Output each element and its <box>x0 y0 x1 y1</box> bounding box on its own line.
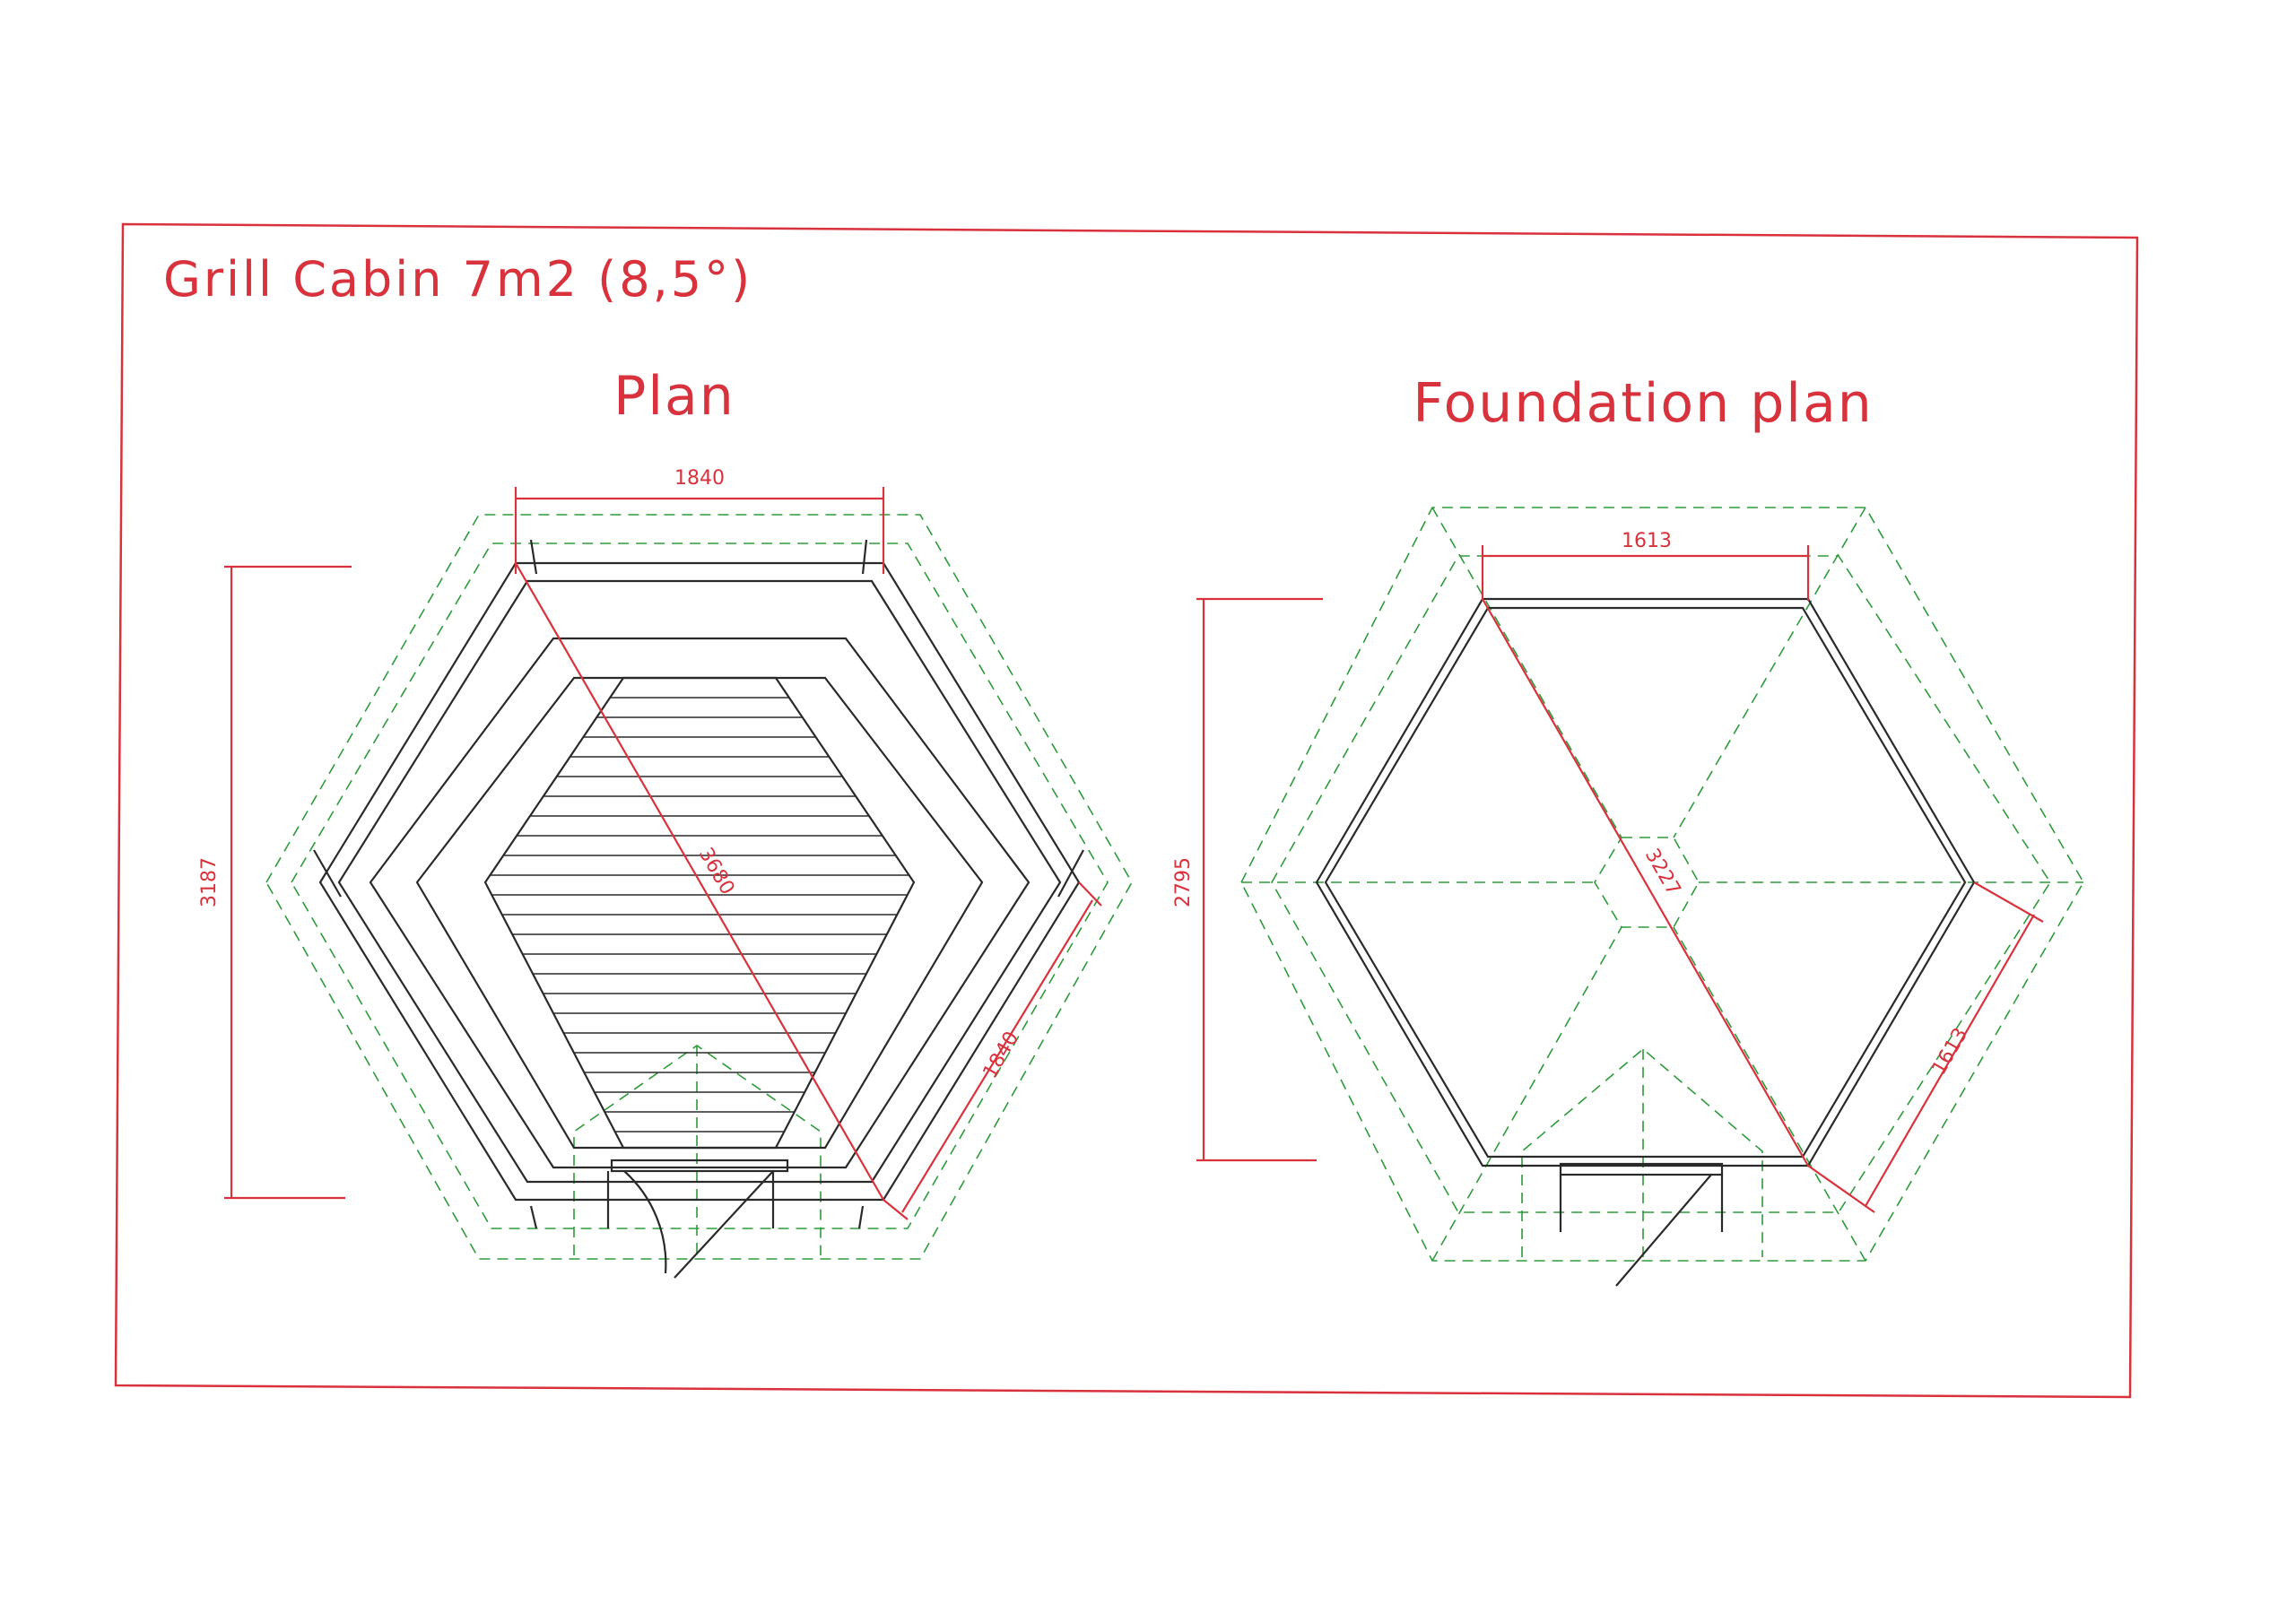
drawing-frame <box>114 222 2139 1399</box>
plan-dim-diagonal: 3680 <box>515 562 884 1201</box>
plan-drawing: 1840 3187 3680 1840 <box>198 467 1133 1279</box>
plan-dim-top-label: 1840 <box>674 467 725 490</box>
plan-post-top-right <box>861 539 868 575</box>
plan-post-left <box>313 849 342 898</box>
plan-door-leaf <box>674 1170 774 1279</box>
plan-door-swing <box>623 1170 667 1274</box>
foundation-dim-left: 2795 <box>1172 597 1323 1162</box>
plan-post-top-left <box>529 539 538 575</box>
drawing-title: Grill Cabin 7m2 (8,5°) <box>163 251 752 308</box>
plan-dim-top: 1840 <box>514 467 885 574</box>
plan-bench-edge <box>369 637 1031 1169</box>
plan-post-bottom-right <box>857 1205 865 1229</box>
foundation-door-canopy <box>1521 1047 1763 1257</box>
foundation-plan-heading: Foundation plan <box>1413 372 1874 435</box>
plan-floor-deck <box>483 676 916 1150</box>
foundation-door-leaf <box>1615 1174 1712 1287</box>
plan-dim-diagonal-label: 3680 <box>694 844 739 898</box>
plan-heading: Plan <box>613 365 735 428</box>
plan-post-bottom-left <box>529 1205 538 1229</box>
foundation-dim-top-label: 1613 <box>1622 530 1672 552</box>
plan-door-canopy <box>573 1045 822 1255</box>
foundation-plan-drawing: 1613 2795 3227 1613 <box>1172 507 2084 1287</box>
foundation-door-frame <box>1559 1162 1724 1176</box>
foundation-center-hexagon <box>1594 837 1700 928</box>
plan-wall-inner-face <box>337 579 1062 1184</box>
foundation-spoke <box>1673 507 1866 838</box>
plan-dim-left-label: 3187 <box>198 857 221 907</box>
foundation-spoke <box>1431 926 1622 1262</box>
foundation-dim-side-label: 1613 <box>1928 1024 1973 1079</box>
foundation-dim-left-label: 2795 <box>1172 857 1195 907</box>
plan-post-right <box>1057 849 1084 898</box>
foundation-spoke <box>1673 926 1866 1262</box>
foundation-dim-top: 1613 <box>1481 530 1810 601</box>
plan-roof-outline-inner <box>291 542 1109 1229</box>
foundation-dim-side: 1613 <box>1807 881 2044 1213</box>
foundation-dim-diagonal-label: 3227 <box>1640 845 1685 899</box>
plan-dim-left: 3187 <box>198 565 352 1200</box>
plan-dim-side-label: 1840 <box>979 1028 1024 1082</box>
plan-door-frame <box>610 1159 789 1173</box>
foundation-spoke <box>1431 507 1622 838</box>
plan-bench-inner-edge <box>415 676 984 1150</box>
plan-floor-boards <box>490 697 909 1133</box>
plan-dim-side: 1840 <box>883 881 1102 1220</box>
